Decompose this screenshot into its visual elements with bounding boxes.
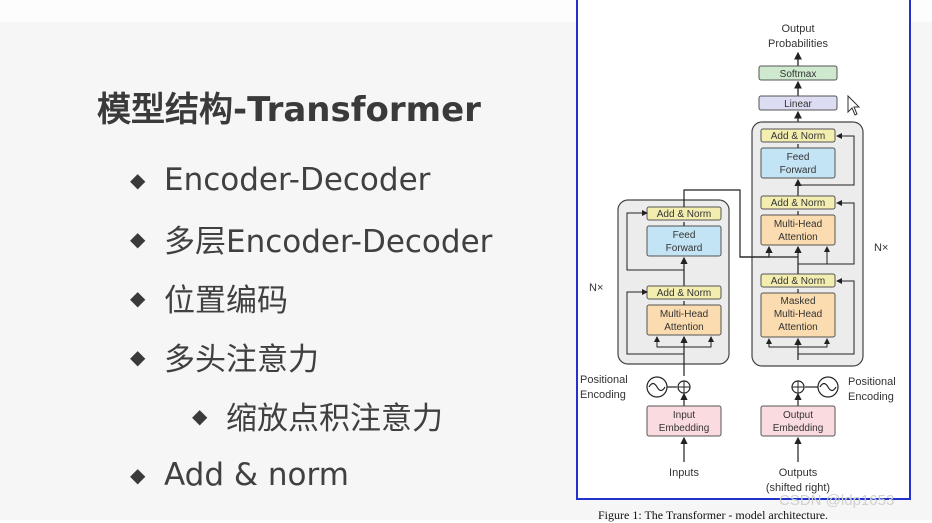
decoder-add-norm-block bbox=[760, 195, 836, 210]
diamond-bullet-icon: ◆ bbox=[192, 403, 208, 428]
bullet-item: ◆ Add & norm bbox=[130, 445, 492, 504]
figure-caption: Figure 1: The Transformer - model archit… bbox=[598, 508, 829, 522]
diamond-bullet-icon: ◆ bbox=[130, 462, 146, 487]
bullet-list: ◆ Encoder-Decoder ◆ 多层Encoder-Decoder ◆ 位置编… bbox=[130, 150, 492, 504]
decoder-masked-label: Attention bbox=[778, 322, 817, 333]
encoder-multi-head-label: Attention bbox=[664, 322, 703, 333]
input-embedding-label: Embedding bbox=[659, 423, 710, 434]
bullet-text: 多头注意力 bbox=[164, 342, 319, 378]
decoder-add-norm-label: Add & Norm bbox=[771, 198, 825, 209]
output-probabilities-label: Probabilities bbox=[768, 38, 828, 50]
positional-encoding-label: Positional bbox=[848, 376, 896, 388]
transformer-figure-frame: Output Probabilities Softmax Linear Add … bbox=[576, 0, 911, 500]
decoder-feed-forward-label: Feed bbox=[787, 152, 810, 163]
watermark: CSDN @ldp1653 bbox=[779, 492, 895, 509]
output-embedding-label: Embedding bbox=[773, 423, 824, 434]
encoder-feed-forward-label: Forward bbox=[666, 243, 703, 254]
bullet-text: 多层Encoder-Decoder bbox=[164, 224, 493, 260]
bullet-item: ◆ 多头注意力 bbox=[130, 327, 492, 386]
input-embedding-label: Input bbox=[673, 410, 695, 421]
bullet-text: 缩放点积注意力 bbox=[226, 401, 443, 437]
output-probabilities-label: Output bbox=[781, 23, 814, 35]
diamond-bullet-icon: ◆ bbox=[130, 344, 146, 369]
diamond-bullet-icon: ◆ bbox=[130, 226, 146, 251]
decoder-add-norm-label: Add & Norm bbox=[771, 131, 825, 142]
decoder-add-norm-label: Add & Norm bbox=[771, 276, 825, 287]
softmax-label: Softmax bbox=[780, 69, 817, 80]
decoder-masked-label: Masked bbox=[780, 296, 815, 307]
bullet-item: ◆ 多层Encoder-Decoder bbox=[130, 209, 492, 268]
encoder-multi-head-label: Multi-Head bbox=[660, 309, 708, 320]
outputs-label: Outputs bbox=[779, 467, 818, 479]
linear-block bbox=[758, 95, 838, 111]
sub-bullet-item: ◆ 缩放点积注意力 bbox=[130, 386, 492, 445]
softmax-block bbox=[758, 65, 838, 81]
output-embedding-label: Output bbox=[783, 410, 813, 421]
bullet-item: ◆ 位置编码 bbox=[130, 268, 492, 327]
slide-title: 模型结构-Transformer bbox=[97, 90, 481, 130]
linear-label: Linear bbox=[784, 99, 812, 110]
decoder-feed-forward-label: Forward bbox=[780, 165, 817, 176]
decoder-add-norm-block bbox=[760, 128, 836, 143]
bullet-text: Add & norm bbox=[164, 456, 349, 493]
diamond-bullet-icon: ◆ bbox=[130, 285, 146, 310]
input-embedding-block bbox=[646, 405, 722, 437]
decoder-repeat-label: N× bbox=[874, 242, 888, 254]
bullet-item: ◆ Encoder-Decoder bbox=[130, 150, 492, 209]
encoder-block bbox=[617, 199, 730, 365]
inputs-label: Inputs bbox=[669, 467, 699, 479]
positional-encoding-label: Encoding bbox=[848, 391, 894, 403]
decoder-masked-label: Multi-Head bbox=[774, 309, 822, 320]
decoder-multi-head-label: Attention bbox=[778, 232, 817, 243]
encoder-repeat-label: N× bbox=[589, 282, 603, 294]
outputs-label: (shifted right) bbox=[766, 482, 830, 494]
diamond-bullet-icon: ◆ bbox=[130, 167, 146, 192]
decoder-multi-head-label: Multi-Head bbox=[774, 219, 822, 230]
positional-encoding-label: Encoding bbox=[580, 389, 626, 401]
encoder-feed-forward-label: Feed bbox=[673, 230, 696, 241]
transformer-diagram: Output Probabilities Softmax Linear Add … bbox=[580, 23, 896, 494]
positional-encoding-label: Positional bbox=[580, 374, 628, 386]
bullet-text: Encoder-Decoder bbox=[164, 161, 431, 198]
output-embedding-block bbox=[760, 405, 836, 437]
encoder-add-norm-label: Add & Norm bbox=[657, 209, 711, 220]
mouse-cursor-icon bbox=[847, 94, 861, 116]
bullet-text: 位置编码 bbox=[164, 283, 288, 319]
encoder-add-norm-label: Add & Norm bbox=[657, 288, 711, 299]
